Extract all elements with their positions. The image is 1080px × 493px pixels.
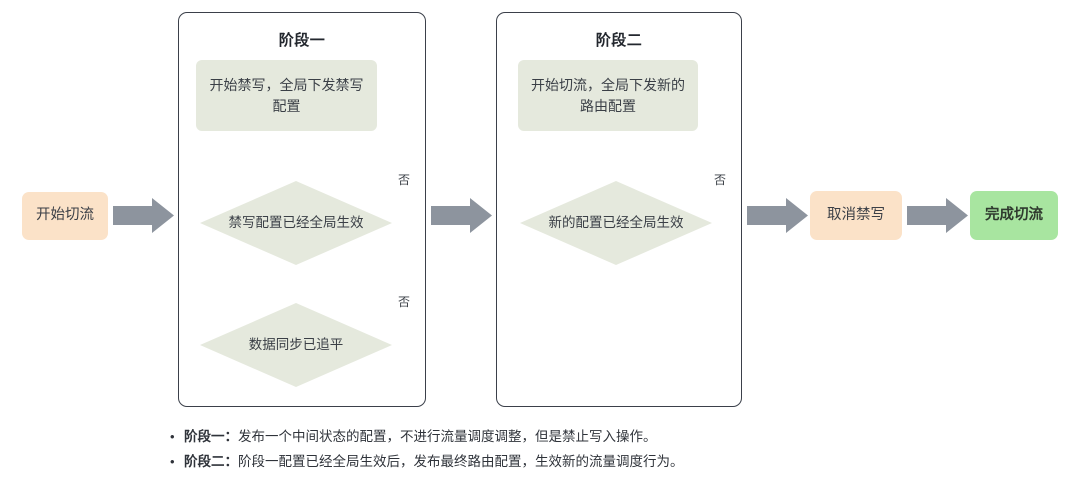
node-cancel-forbid-write[interactable]: 取消禁写 — [810, 191, 902, 240]
block-arrow-phase1-to-phase2 — [431, 198, 492, 233]
note-text: 阶段一配置已经全局生效后，发布最终路由配置，生效新的流量调度行为。 — [238, 453, 684, 469]
note-body: 阶段二：阶段一配置已经全局生效后，发布最终路由配置，生效新的流量调度行为。 — [184, 450, 684, 475]
note-text: 发布一个中间状态的配置，不进行流量调度调整，但是禁止写入操作。 — [238, 429, 657, 444]
node-start[interactable]: 开始切流 — [22, 192, 108, 240]
list-item: • 阶段二：阶段一配置已经全局生效后，发布最终路由配置，生效新的流量调度行为。 — [170, 450, 1050, 475]
note-body: 阶段一：发布一个中间状态的配置，不进行流量调度调整，但是禁止写入操作。 — [184, 425, 657, 450]
process-phase2-start-switch-traffic[interactable]: 开始切流，全局下发新的路由配置 — [518, 60, 698, 131]
decision-label: 新的配置已经全局生效 — [548, 214, 684, 230]
block-arrow-cancel-to-done — [907, 198, 968, 233]
decision-phase1-config-effective[interactable]: 禁写配置已经全局生效 — [200, 181, 392, 265]
process-phase1-start-forbid-write[interactable]: 开始禁写，全局下发禁写配置 — [196, 60, 377, 131]
node-finish-switch-traffic[interactable]: 完成切流 — [970, 191, 1058, 240]
notes-list: • 阶段一：发布一个中间状态的配置，不进行流量调度调整，但是禁止写入操作。 • … — [170, 425, 1050, 475]
block-arrow-start-to-phase1 — [113, 198, 174, 233]
edge-label-no-phase1-sync: 否 — [398, 295, 411, 309]
phase-title-2: 阶段二 — [595, 32, 643, 49]
note-term: 阶段一： — [184, 429, 238, 444]
phase-title-1: 阶段一 — [278, 32, 326, 49]
bullet-icon: • — [170, 453, 175, 469]
bullet-icon: • — [170, 429, 175, 444]
decision-phase1-data-sync-caught-up[interactable]: 数据同步已追平 — [200, 303, 392, 387]
decision-label: 数据同步已追平 — [248, 336, 344, 352]
block-arrow-phase2-to-cancel — [747, 198, 808, 233]
edge-label-no-phase1-config: 否 — [398, 173, 411, 187]
decision-label: 禁写配置已经全局生效 — [228, 214, 364, 230]
edge-label-no-phase2-config: 否 — [714, 173, 727, 187]
note-term: 阶段二： — [184, 453, 238, 469]
list-item: • 阶段一：发布一个中间状态的配置，不进行流量调度调整，但是禁止写入操作。 — [170, 425, 1050, 450]
decision-phase2-new-config-effective[interactable]: 新的配置已经全局生效 — [520, 181, 712, 265]
